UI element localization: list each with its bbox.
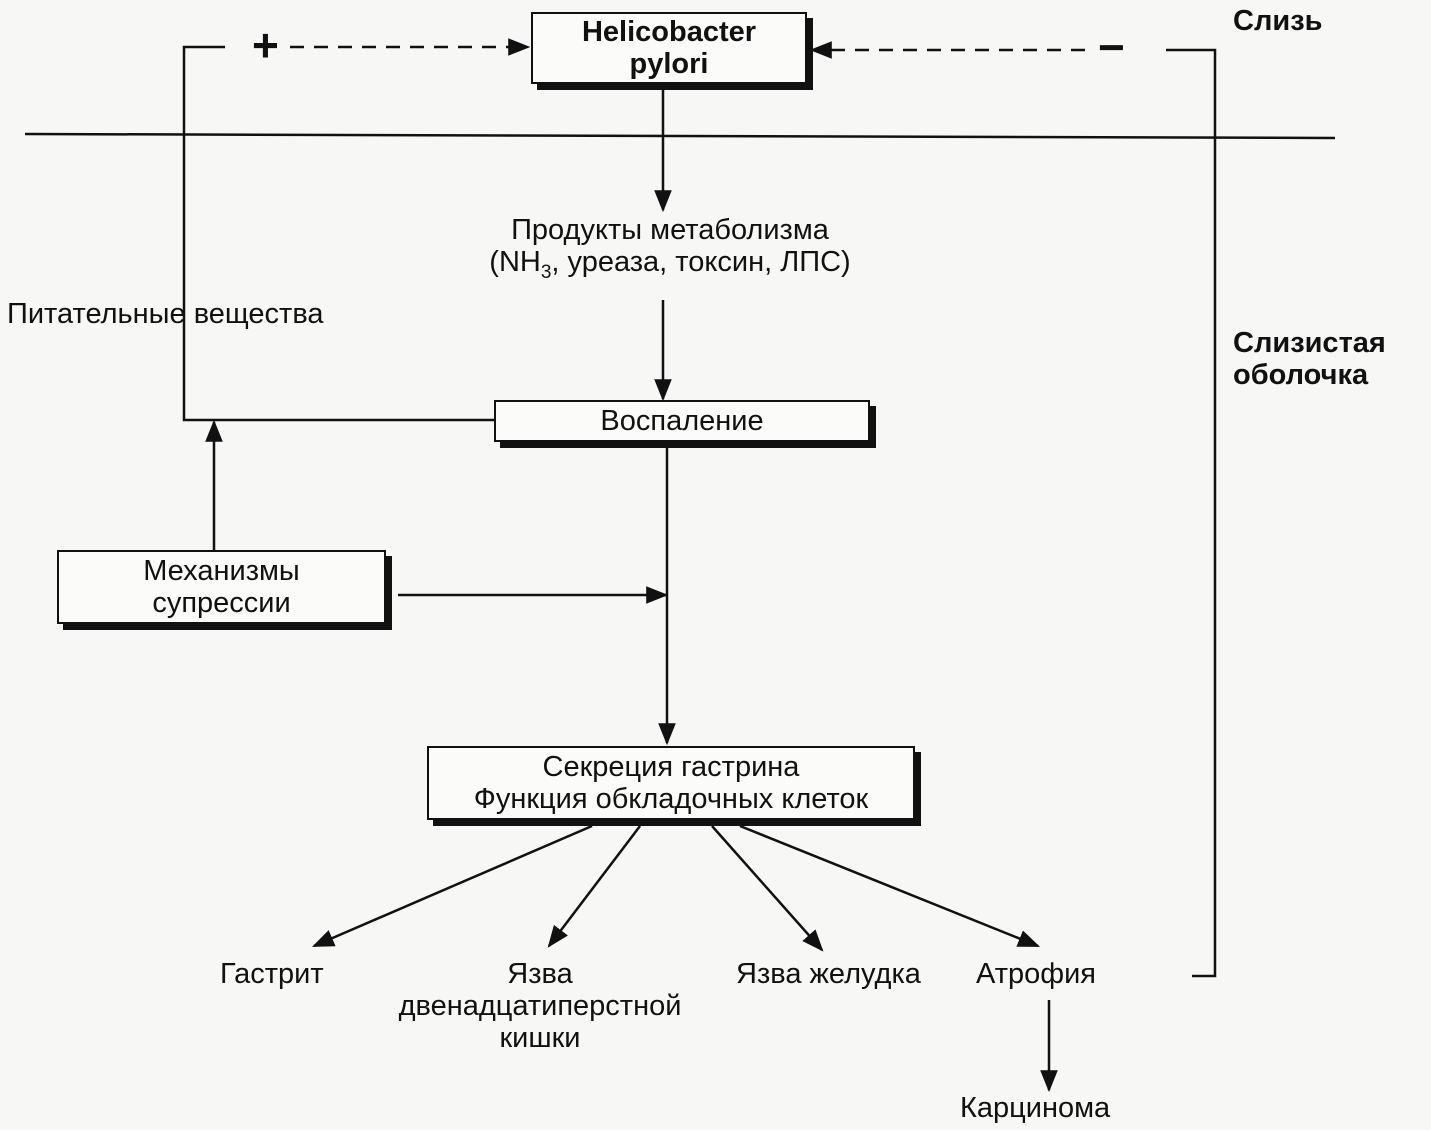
to-gastritis-arrow — [311, 824, 593, 948]
gastrin-secretion-box: Секреция гастрина Функция обкладочных кл… — [427, 746, 915, 820]
mucosa-layer-label: Слизистая оболочка — [1233, 327, 1386, 391]
helicobacter-pylori-box: Helicobacter pylori — [531, 12, 807, 84]
inflammation-label: Воспаление — [600, 405, 764, 437]
secretion-line1: Секреция гастрина — [542, 751, 800, 783]
duodenal-line1: Язва — [507, 958, 573, 990]
to-atrophy-arrow — [739, 824, 1041, 948]
secretion-line2: Функция обкладочных клеток — [473, 783, 869, 815]
hp-line1: Helicobacter — [581, 16, 757, 48]
nutrients-label: Питательные вещества — [7, 298, 324, 330]
metabolism-line1: Продукты метаболизма — [511, 214, 829, 246]
metabolism-line2: (NH3, уреаза, токсин, ЛПС) — [489, 246, 851, 283]
mucus-mucosa-boundary-line — [24, 132, 1336, 140]
mucus-layer-label: Слизь — [1233, 5, 1323, 37]
metabolism-products-text: Продукты метаболизма (NH3, уреаза, токси… — [420, 214, 920, 289]
atrophy-label: Атрофия — [976, 958, 1097, 990]
to-gastric-ulcer-arrow — [711, 825, 824, 952]
nutrient-feedback-line — [182, 45, 495, 422]
hp-line2: pylori — [629, 48, 709, 80]
inflammation-box: Воспаление — [494, 400, 870, 442]
mucosa-label-line2: оболочка — [1233, 359, 1369, 391]
duodenal-ulcer-label: Язва двенадцатиперстной кишки — [360, 958, 720, 1054]
mucosa-label-line1: Слизистая — [1233, 327, 1386, 359]
gastric-ulcer-label: Язва желудка — [736, 958, 921, 990]
suppression-line2: супрессии — [152, 587, 291, 619]
suppression-mechanisms-box: Механизмы супрессии — [57, 550, 386, 624]
negative-sign: − — [1098, 21, 1125, 73]
negative-feedback-line — [1166, 48, 1217, 978]
duodenal-line2: двенадцатиперстной — [398, 990, 682, 1022]
duodenal-line3: кишки — [499, 1022, 581, 1054]
carcinoma-label: Карцинома — [960, 1092, 1111, 1124]
suppression-line1: Механизмы — [143, 555, 300, 587]
to-duodenal-ulcer-arrow — [547, 825, 641, 948]
gastritis-label: Гастрит — [220, 958, 324, 990]
positive-sign: + — [252, 19, 279, 71]
